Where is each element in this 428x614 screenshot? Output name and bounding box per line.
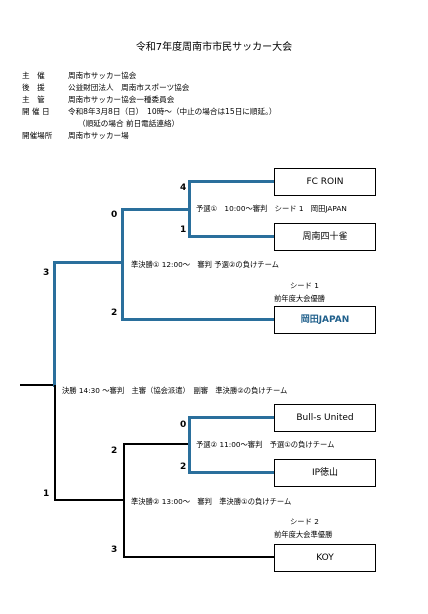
score: 3: [111, 545, 118, 555]
seed1-note: 前年度大会優勝: [274, 294, 326, 303]
info-label: 主 管: [22, 95, 45, 104]
team-box: Bull-s United: [274, 404, 376, 432]
team-box: 岡田JAPAN: [274, 306, 376, 334]
page-title: 令和7年度周南市市民サッカー大会: [135, 42, 293, 53]
info-label: 開 催 日: [22, 107, 50, 116]
info-value: 周南市サッカー協会一種委員会: [68, 95, 175, 104]
score: 0: [111, 210, 118, 220]
score: 3: [43, 268, 50, 278]
bracket-line: [188, 416, 274, 419]
match-info-q2: 予選② 11:00～審判 予選①の負けチーム: [196, 440, 335, 449]
team-box: IP徳山: [274, 459, 376, 487]
bracket-line: [123, 443, 190, 445]
event-info: 主 催 周南市サッカー協会 後 援 公益財団法人 周南市スポーツ協会 主 管 周…: [22, 70, 422, 150]
info-value: （順延の場合 前日電話連絡）: [78, 119, 180, 128]
team-box: 周南四十雀: [274, 223, 376, 251]
info-label: 後 援: [22, 83, 45, 92]
info-label: 主 催: [22, 71, 45, 80]
bracket-line: [121, 209, 124, 320]
bracket-line: [54, 499, 124, 501]
info-value: 周南市サッカー場: [68, 131, 129, 140]
match-info-final: 決勝 14:30 ～審判 主審（協会派遣） 副審 準決勝②の負けチーム: [62, 386, 288, 395]
seed1-label: シード 1: [290, 281, 319, 290]
info-value: 周南市サッカー協会: [68, 71, 137, 80]
score: 2: [111, 308, 118, 318]
bracket-line: [188, 180, 274, 183]
match-info-s2: 準決勝② 13:00～ 審判 準決勝①の負けチーム: [131, 497, 292, 506]
bracket-line: [53, 262, 56, 387]
score: 1: [43, 489, 50, 499]
score: 2: [180, 462, 187, 472]
score: 4: [180, 183, 187, 193]
bracket-line: [54, 385, 56, 501]
bracket-line: [188, 180, 191, 237]
seed2-label: シード 2: [290, 517, 319, 526]
info-label: 開催場所: [22, 131, 53, 140]
bracket-line: [121, 318, 274, 321]
team-box: KOY: [274, 544, 376, 572]
match-info-s1: 準決勝① 12:00～ 審判 予選②の負けチーム: [131, 260, 279, 269]
bracket-line: [123, 443, 125, 558]
bracket-line: [123, 556, 274, 558]
bracket-line: [121, 208, 190, 211]
info-value: 公益財団法人 周南市スポーツ協会: [68, 83, 190, 92]
match-info-q1: 予選① 10:00～審判 シード 1 岡田JAPAN: [196, 204, 347, 213]
score: 1: [180, 225, 187, 235]
bracket-line: [188, 416, 191, 473]
bracket-line: [20, 384, 54, 386]
info-value: 令和8年3月8日（日） 10時～（中止の場合は15日に順延。）: [68, 107, 277, 116]
bracket-line: [188, 471, 274, 474]
bracket-line: [53, 261, 123, 264]
seed2-note: 前年度大会準優勝: [274, 530, 333, 539]
bracket-line: [188, 235, 274, 238]
team-box: FC ROIN: [274, 168, 376, 196]
score: 2: [111, 446, 118, 456]
score: 0: [180, 420, 187, 430]
